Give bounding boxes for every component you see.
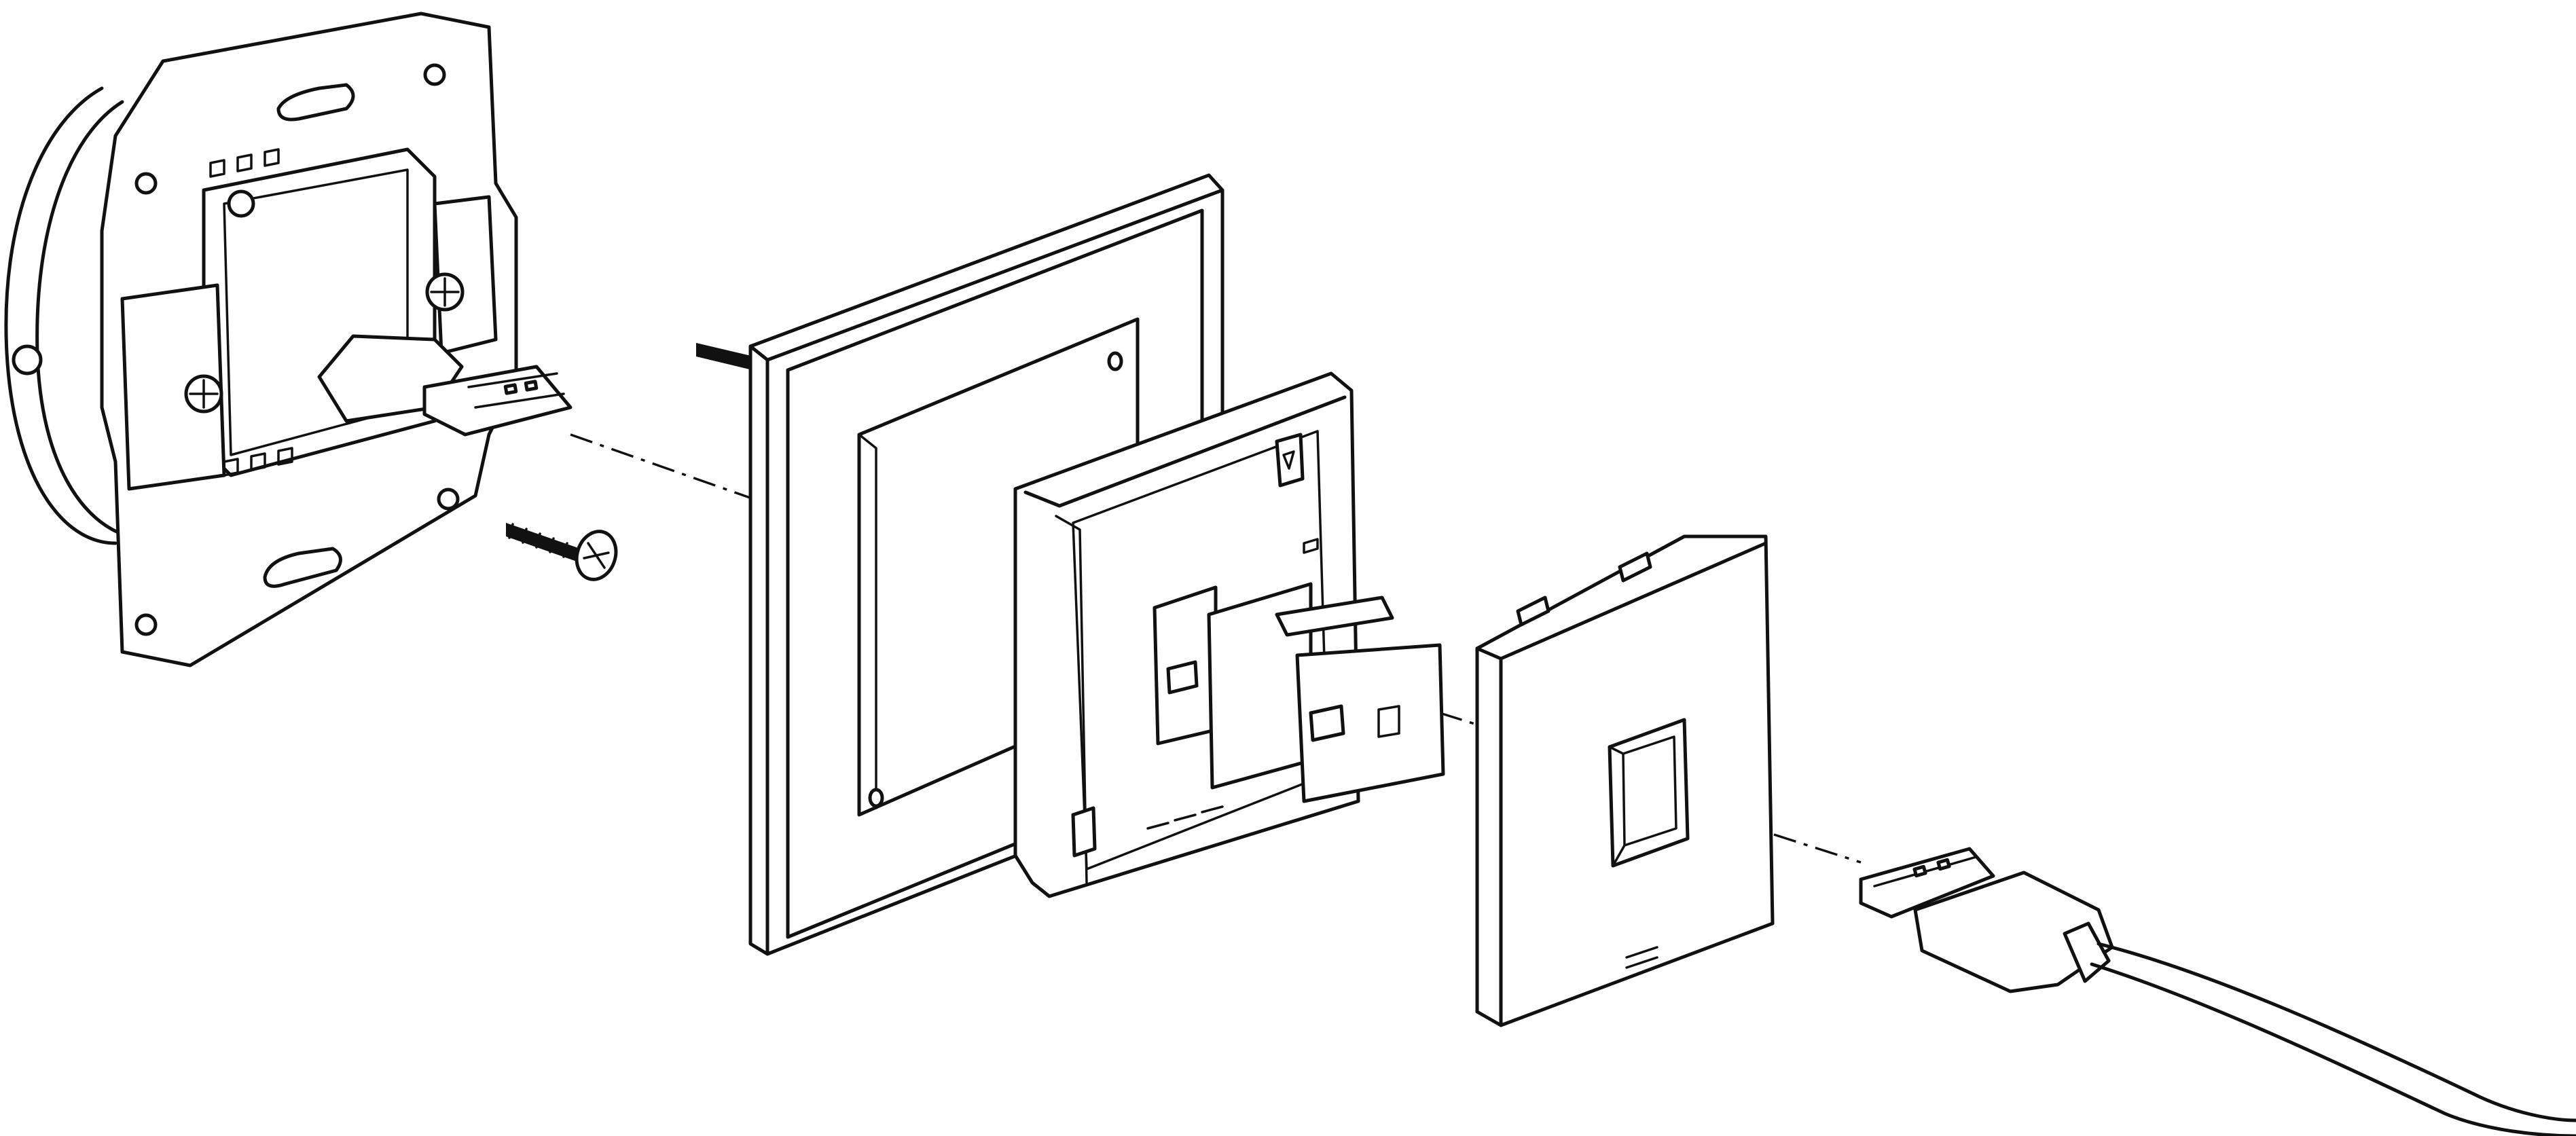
cover-plate-opening-inner	[1622, 735, 1677, 847]
mounting-frame	[4, 12, 518, 667]
cover-frame-stud	[696, 343, 754, 370]
slot-bottom	[263, 547, 342, 588]
axis-line-cable	[1690, 807, 1862, 864]
axis-line-top	[570, 433, 755, 500]
cover-plate-opening	[1608, 718, 1690, 868]
screw-thread	[506, 523, 584, 564]
plate-hole-c	[134, 613, 158, 636]
terminal-screw-left	[184, 374, 223, 414]
cover-plate-opening-bevel	[1608, 746, 1626, 867]
plate-hole-a	[134, 172, 158, 195]
inner-frame-ribs	[1146, 805, 1224, 830]
terminal-screw-top	[227, 189, 255, 218]
usb-cable	[1859, 847, 2576, 1136]
cover-plate-clip-a	[1516, 596, 1550, 627]
usb-plug-rear-connector-edge	[467, 372, 565, 409]
inner-frame-clip-top	[1275, 433, 1305, 488]
slot-top	[276, 83, 355, 122]
usb-coupler	[1153, 582, 1445, 803]
inner-frame-left-rail	[1055, 515, 1088, 884]
inner-frame-clip-bottom	[1071, 806, 1097, 858]
mounting-frame-rim	[4, 86, 117, 545]
cover-plate-clip-b	[1618, 551, 1652, 583]
usb-cable-window-b	[1936, 858, 1951, 871]
usb-coupler-port-left	[1166, 660, 1199, 695]
usb-cable-wire-bottom	[2090, 962, 2576, 1136]
usb-plug-rear	[317, 334, 573, 437]
cover-frame-pin-a	[1107, 351, 1123, 371]
cover-plate	[1475, 534, 1775, 1027]
usb-cable-wire-top	[2097, 942, 2576, 1122]
plate-hole-d	[437, 488, 460, 511]
usb-cable-connector	[1859, 847, 1995, 919]
usb-coupler-front-block	[1295, 643, 1445, 803]
mounting-hole-left	[12, 344, 43, 375]
usb-coupler-port-slot	[1377, 705, 1400, 738]
screw-thread-ridges	[508, 523, 568, 558]
cover-plate-bottom-notch	[1625, 946, 1658, 969]
plate-hole-b	[423, 63, 446, 86]
usb-coupler-port-front	[1309, 704, 1345, 742]
screw	[506, 523, 618, 581]
cover-frame-opening-bevel	[858, 433, 877, 809]
usb-plug-rear-window-a	[503, 383, 518, 395]
cover-frame-pin-c	[868, 788, 884, 808]
inner-frame-top-rim	[1023, 395, 1347, 508]
inner-frame-tab	[1303, 538, 1319, 554]
terminal-screw-right	[425, 272, 465, 312]
usb-plug-rear-window-b	[524, 380, 539, 392]
usb-cable-window-a	[1912, 864, 1927, 878]
inner-frame-arrow	[1282, 450, 1295, 470]
plate-vents-top	[209, 148, 280, 178]
plate-vents-bottom	[223, 447, 293, 477]
screw-head-cross	[583, 542, 610, 569]
usb-coupler-latch	[1275, 596, 1394, 637]
